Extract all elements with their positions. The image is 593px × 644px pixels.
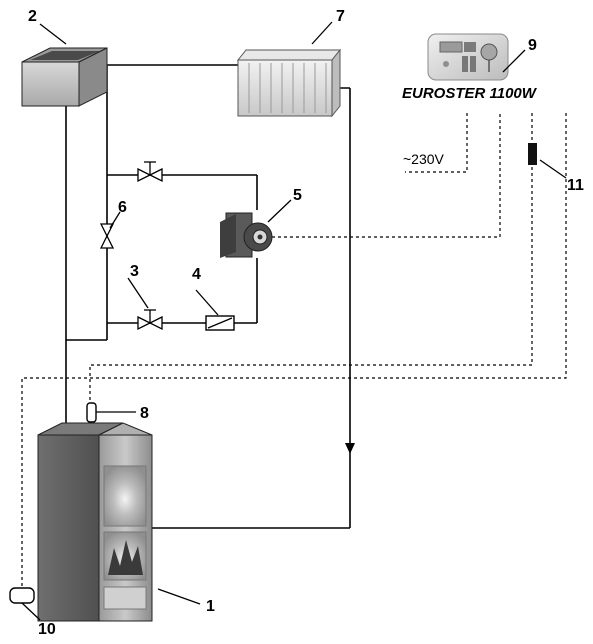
controller-model-label: EUROSTER 1100W (402, 85, 538, 102)
boiler (37, 422, 153, 622)
boiler-sensor-icon (86, 402, 97, 423)
tank-sensor-icon (9, 587, 35, 604)
label-filter: 4 (192, 266, 201, 283)
radiator (236, 48, 342, 118)
pipe-network (65, 64, 355, 529)
label-valve-bypass: 6 (118, 199, 127, 216)
valve-lower-icon (137, 309, 163, 331)
label-pump: 5 (293, 187, 302, 204)
filter-icon (205, 315, 235, 331)
wiring (21, 113, 567, 588)
valve-upper-icon (137, 161, 163, 183)
leader-lines (21, 21, 567, 621)
flow-arrow (345, 443, 355, 454)
label-boiler-sensor: 8 (140, 405, 149, 422)
supply-voltage-label: ~230V (403, 151, 445, 167)
label-expansion-tank: 2 (28, 8, 37, 25)
label-valve-lower: 3 (130, 263, 139, 280)
pump-icon (220, 212, 273, 258)
label-radiator: 7 (336, 8, 345, 25)
label-controller: 9 (528, 37, 537, 54)
controller-device (427, 33, 509, 81)
label-room-sensor: 11 (567, 177, 584, 194)
valve-bypass-icon (99, 223, 115, 249)
room-sensor-icon (528, 143, 537, 165)
label-boiler: 1 (206, 598, 215, 615)
expansion-tank (21, 47, 108, 107)
label-tank-sensor: 10 (38, 621, 56, 638)
